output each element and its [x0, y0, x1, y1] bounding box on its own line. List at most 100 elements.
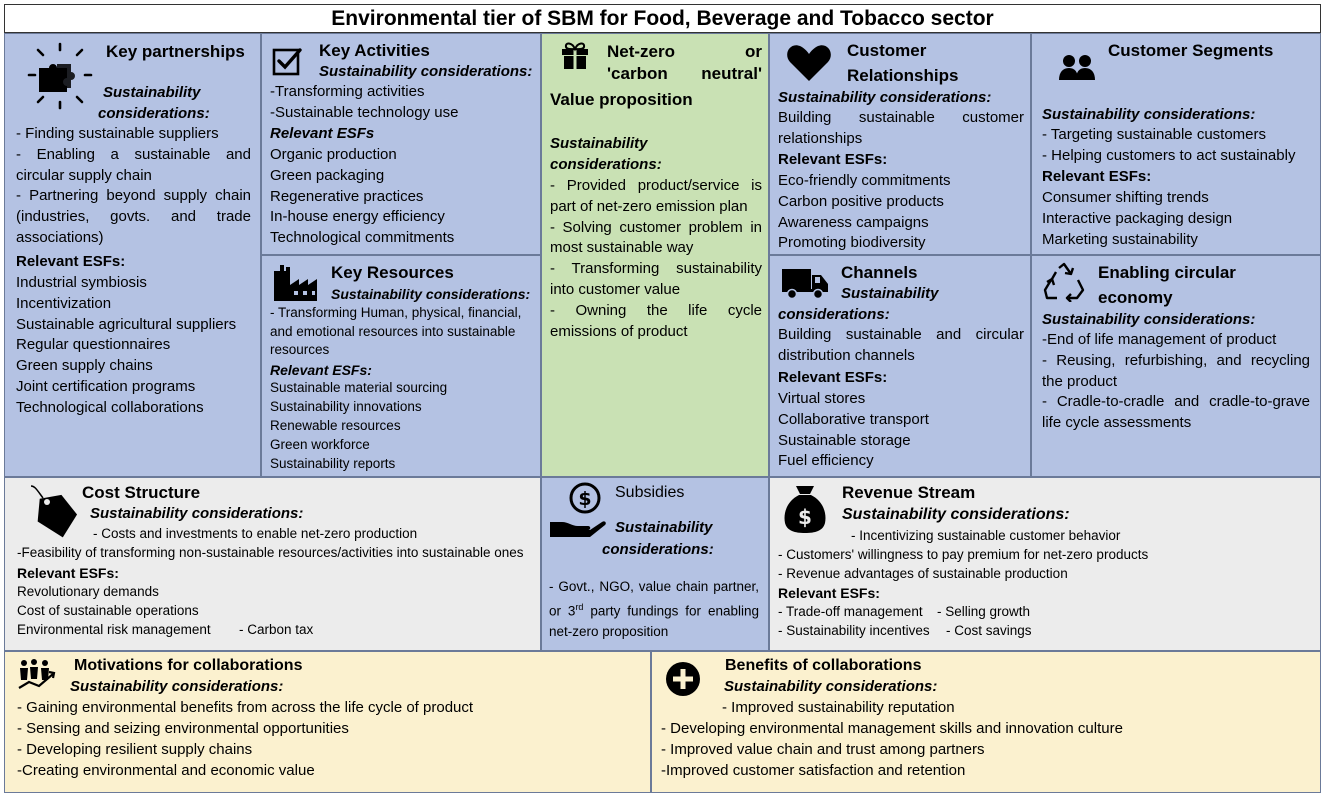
list-item: Renewable resources [270, 418, 401, 433]
circular-economy-heading-2: economy [1098, 288, 1173, 307]
list-item: - Solving customer problem in most susta… [550, 218, 762, 257]
key-activities-esf-label: Relevant ESFs [270, 125, 375, 142]
customer-relationships-heading-2: Relationships [847, 66, 959, 85]
key-resources-sc-label: Sustainability considerations: [331, 286, 531, 302]
list-item: Consumer shifting trends [1042, 189, 1209, 206]
revenue-stream-consideration-3: - Revenue advantages of sustainable prod… [778, 566, 1068, 581]
customer-relationships-sc-label: Sustainability considerations: [778, 89, 992, 106]
list-item: Technological collaborations [16, 398, 204, 416]
list-item: - Transforming sustainability into custo… [550, 260, 762, 298]
benefits-sc-label: Sustainability considerations: [724, 678, 938, 695]
list-item: - Reusing, refurbishing, and recycling t… [1042, 351, 1310, 390]
circular-economy-considerations: -End of life management of product - Reu… [1042, 330, 1310, 434]
list-item: - Provided product/service is part of ne… [550, 177, 762, 215]
heart-icon [786, 43, 832, 83]
list-item: - Finding sustainable suppliers [16, 125, 219, 142]
circular-economy-heading-1: Enabling circular [1098, 263, 1236, 282]
motivations-sc-label: Sustainability considerations: [70, 678, 284, 695]
list-item: Fuel efficiency [778, 452, 874, 470]
team-network-icon [17, 658, 57, 690]
list-item: Virtual stores [778, 390, 866, 407]
benefits-block: Benefits of collaborations Sustainabilit… [651, 651, 1321, 793]
key-partnerships-sc-line2: considerations: [98, 105, 210, 122]
value-proposition-heading-2: 'carbon neutral' [607, 64, 762, 83]
list-item: -Creating environmental and economic val… [17, 762, 315, 779]
channels-esfs: Virtual stores Collaborative transport S… [778, 389, 1024, 472]
channels-sc-line2: considerations: [778, 306, 890, 323]
puzzle-icon [25, 42, 95, 112]
key-resources-considerations: - Transforming Human, physical, financia… [270, 304, 538, 360]
subsidies-consideration-text: - Govt., NGO, value chain partner, or 3 [549, 579, 759, 619]
key-resources-esfs: Sustainable material sourcing Sustainabi… [270, 378, 538, 473]
customer-segments-block: Customer Segments Sustainability conside… [1031, 33, 1321, 255]
key-partnerships-sc-line1: Sustainability [103, 84, 201, 101]
list-item: Sustainable agricultural suppliers [16, 315, 237, 333]
customer-segments-sc-label: Sustainability considerations: [1042, 106, 1256, 123]
list-item: Regular questionnaires [16, 336, 171, 354]
revenue-stream-esf-tradeoff: - Trade-off management [778, 604, 923, 619]
channels-block: Channels Sustainability considerations: … [769, 255, 1031, 477]
value-proposition-heading-3: Value proposition [550, 90, 693, 109]
benefits-considerations: - Improved sustainability reputation - D… [661, 697, 1311, 781]
list-item: Eco-friendly commitments [778, 172, 951, 189]
channels-esf-label: Relevant ESFs: [778, 369, 888, 386]
motivations-considerations: - Gaining environmental benefits from ac… [17, 697, 637, 781]
channels-considerations: Building sustainable and circular distri… [778, 325, 1024, 367]
revenue-stream-sc-label: Sustainability considerations: [842, 506, 1070, 523]
customer-segments-esf-label: Relevant ESFs: [1042, 168, 1152, 185]
key-activities-considerations: -Transforming activities -Sustainable te… [270, 82, 535, 124]
list-item: Building sustainable and circular distri… [778, 326, 1024, 364]
customer-segments-heading: Customer Segments [1108, 41, 1274, 60]
truck-icon [780, 266, 830, 300]
list-item: Interactive packaging design [1042, 209, 1233, 227]
list-item: - Owning the life cycle emissions of pro… [550, 301, 762, 340]
key-activities-heading: Key Activities [319, 41, 430, 60]
key-resources-block: Key Resources Sustainability considerati… [261, 255, 541, 477]
subsidies-block: $ Subsidies Sustainability consideration… [541, 477, 769, 651]
list-item: Cost of sustainable operations [17, 603, 199, 618]
list-item: - Transforming Human, physical, financia… [270, 305, 522, 357]
cost-structure-consideration-1: - Costs and investments to enable net-ze… [93, 526, 418, 541]
list-item: Organic production [270, 146, 397, 163]
list-item: - Cradle-to-cradle and cradle-to-grave l… [1042, 393, 1310, 432]
cost-structure-block: Cost Structure Sustainability considerat… [4, 477, 541, 651]
subsidies-consideration: - Govt., NGO, value chain partner, or 3r… [549, 577, 759, 642]
list-item: Incentivization [16, 294, 112, 312]
list-item: -End of life management of product [1042, 331, 1277, 348]
list-item: - Enabling a sustainable and circular su… [16, 145, 251, 184]
key-activities-sc-label: Sustainability considerations: [319, 63, 533, 80]
list-item: Joint certification programs [16, 377, 196, 395]
value-proposition-considerations: - Provided product/service is part of ne… [550, 176, 762, 342]
cost-structure-heading: Cost Structure [82, 483, 201, 502]
page-title: Environmental tier of SBM for Food, Beve… [4, 4, 1321, 33]
customer-segments-considerations: - Targeting sustainable customers - Help… [1042, 125, 1320, 167]
list-item: - Sensing and seizing environmental oppo… [17, 720, 349, 737]
recycle-icon [1043, 262, 1085, 302]
customer-relationships-esf-label: Relevant ESFs: [778, 151, 888, 168]
list-item: - Targeting sustainable customers [1042, 126, 1267, 143]
list-item: Promoting biodiversity [778, 234, 926, 252]
list-item: Building sustainable customer relationsh… [778, 109, 1024, 147]
revenue-stream-consideration-2: - Customers' willingness to pay premium … [778, 547, 1149, 562]
value-proposition-sc-line1: Sustainability [550, 135, 648, 152]
list-item: Sustainable material sourcing [270, 380, 448, 395]
channels-heading: Channels [841, 263, 918, 282]
list-item: Technological commitments [270, 229, 455, 247]
revenue-stream-esf-selling-growth: - Selling growth [937, 604, 1031, 619]
cost-structure-esf-carbon-tax: - Carbon tax [239, 622, 314, 637]
subsidies-sc-line2: considerations: [602, 541, 714, 558]
factory-icon [270, 263, 320, 303]
users-icon [1058, 54, 1096, 82]
revenue-stream-consideration-1: - Incentivizing sustainable customer beh… [851, 528, 1121, 543]
circular-economy-sc-label: Sustainability considerations: [1042, 311, 1256, 328]
list-item: Regenerative practices [270, 187, 424, 205]
cost-structure-sc-label: Sustainability considerations: [90, 505, 304, 522]
revenue-stream-heading: Revenue Stream [842, 483, 976, 502]
plus-circle-icon [665, 661, 701, 697]
hand-coin-icon: $ [548, 480, 606, 546]
revenue-stream-block: $ Revenue Stream Sustainability consider… [769, 477, 1321, 651]
list-item: Green packaging [270, 166, 385, 184]
key-partnerships-considerations: - Finding sustainable suppliers - Enabli… [16, 124, 251, 249]
key-resources-esf-label: Relevant ESFs: [270, 362, 372, 378]
svg-text:$: $ [578, 488, 591, 510]
